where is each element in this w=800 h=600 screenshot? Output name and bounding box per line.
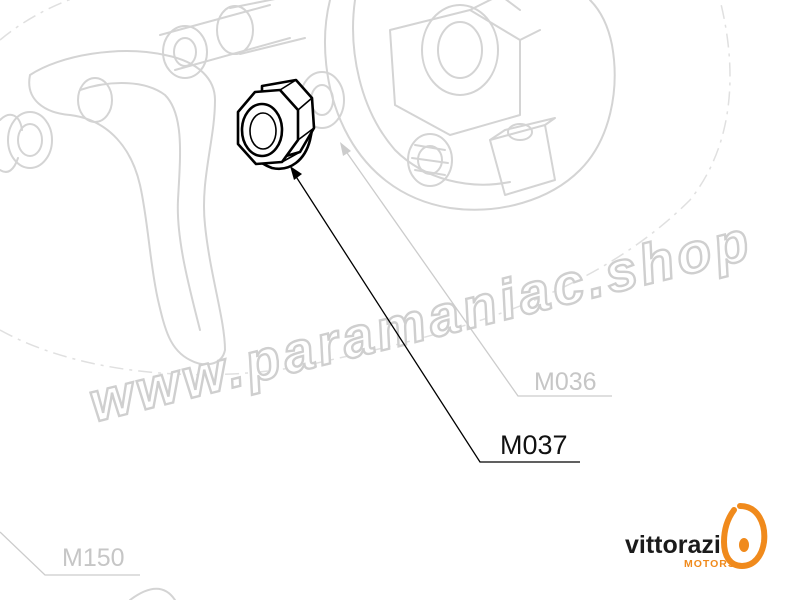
left-washer (7, 111, 53, 169)
flywheel-outline-top (0, 0, 72, 41)
leader-lines (0, 142, 612, 576)
leader-line-m036 (344, 149, 612, 397)
leader-line-m037 (294, 174, 580, 463)
hub-bore-inner (437, 21, 483, 79)
callout-label-m036: M036 (534, 368, 597, 396)
brand-sub: MOTORS (684, 558, 736, 570)
hub-bore (421, 4, 499, 96)
shaft-collar-side (229, 0, 306, 55)
leader-arrowhead-m036 (340, 142, 351, 156)
clamp-screw (507, 123, 533, 141)
brand-mark-icon (720, 503, 768, 570)
crank-bracket-inner (79, 82, 201, 331)
shaft-body (159, 4, 291, 71)
watermark-text: www.paramaniac.shop (83, 208, 759, 434)
nut-bore-inner (249, 112, 277, 150)
brand-mark-dot (739, 538, 749, 552)
nut-edge-lines (279, 79, 315, 163)
clamp-block-top (489, 117, 556, 141)
vittorazi-logo: vittorazi MOTORS (625, 503, 768, 570)
flange-nut-part (236, 78, 316, 171)
clamp-block (489, 124, 556, 196)
callout-label-m150: M150 (62, 544, 125, 572)
crank-bracket (28, 50, 226, 366)
leader-arrowhead-m037 (290, 166, 302, 180)
bracket-bolt-hole (77, 77, 113, 123)
left-spacer (0, 113, 23, 173)
center-washer-inner (310, 84, 334, 116)
hub-nut-inner (417, 145, 443, 175)
leader-line-m150 (0, 531, 140, 576)
brand-name: vittorazi (625, 531, 721, 559)
left-washer-inner (17, 123, 43, 157)
hub-block (389, 9, 521, 136)
background-engine-assembly (0, 0, 731, 600)
hub-nut (407, 133, 453, 187)
lower-bracket-edge (129, 587, 176, 600)
brand-mark-outer (720, 503, 768, 570)
hub-flange (469, 0, 541, 41)
hub-housing (324, 0, 616, 211)
shaft-end-inner (173, 37, 197, 67)
callout-label-m037: M037 (500, 430, 568, 460)
flywheel-outline (0, 0, 731, 376)
hub-housing-rim (352, 0, 511, 186)
hub-nut-thread (411, 144, 449, 176)
shaft-collar (216, 5, 254, 55)
shaft-end (162, 25, 208, 79)
